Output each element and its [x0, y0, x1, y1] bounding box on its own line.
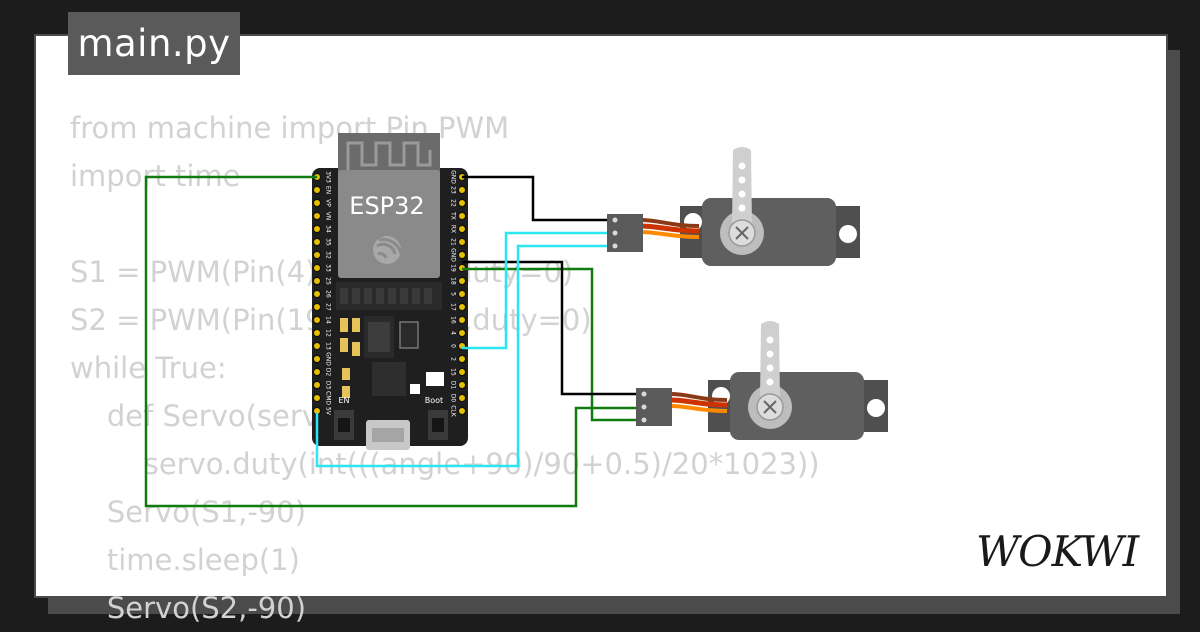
left-pin-label: 5V [325, 407, 332, 416]
left-pin[interactable] [312, 367, 322, 377]
left-pin[interactable] [312, 315, 322, 325]
right-pin[interactable] [457, 185, 467, 195]
left-pin-label: VP [325, 199, 332, 207]
right-pin[interactable] [457, 328, 467, 338]
esp32-pin-headers: 3V3ENVPVN34353233252627141213GNDD2D3CMD5… [312, 170, 467, 418]
left-pin-label: D2 [325, 368, 332, 377]
right-pin-label: 23 [450, 186, 457, 194]
left-pin[interactable] [312, 354, 322, 364]
right-pin-label: 0 [450, 344, 457, 348]
code-line: from machine import Pin,PWM [70, 111, 510, 145]
right-pin[interactable] [457, 224, 467, 234]
right-pin-label: 16 [450, 316, 457, 324]
wires [144, 175, 636, 508]
left-pin-label: 27 [325, 303, 332, 311]
right-pin[interactable] [457, 367, 467, 377]
left-pin-label: VN [325, 212, 332, 221]
left-pin-label: 12 [325, 329, 332, 337]
left-pin[interactable] [312, 185, 322, 195]
right-pin[interactable] [457, 393, 467, 403]
left-pin-label: EN [325, 186, 332, 194]
code-line: Servo(S2,-90) [70, 591, 307, 625]
right-pin-label: 18 [450, 277, 457, 285]
servo-motor-1[interactable] [607, 147, 860, 266]
right-pin-label: TX [450, 211, 457, 220]
right-pin-label: 5 [450, 292, 457, 296]
right-pin-label: 22 [450, 199, 457, 207]
left-pin[interactable] [312, 393, 322, 403]
right-pin[interactable] [457, 237, 467, 247]
boot-button-label: Boot [425, 396, 443, 405]
left-pin[interactable] [312, 198, 322, 208]
code-line: Servo(S1,-90) [70, 495, 307, 529]
left-pin-label: 14 [325, 316, 332, 324]
right-pin-label: 2 [450, 357, 457, 361]
left-pin-label: CMD [325, 391, 332, 405]
left-pin[interactable] [312, 276, 322, 286]
left-pin-label: 34 [325, 225, 332, 233]
left-pin-label: 35 [325, 238, 332, 246]
right-pin[interactable] [457, 289, 467, 299]
right-pin[interactable] [457, 354, 467, 364]
right-pin-label: D1 [450, 381, 457, 390]
left-pin[interactable] [312, 341, 322, 351]
right-pin[interactable] [457, 211, 467, 221]
right-pin-label: 17 [450, 303, 457, 311]
right-pin-label: 21 [450, 238, 457, 246]
left-pin-label: 26 [325, 290, 332, 298]
right-pin-label: GND [450, 248, 457, 262]
left-pin-label: 25 [325, 277, 332, 285]
code-line: time.sleep(1) [70, 543, 300, 577]
left-pin[interactable] [312, 263, 322, 273]
left-pin-label: 13 [325, 342, 332, 350]
left-pin-label: GND [325, 352, 332, 366]
right-pin-label: RX [450, 225, 457, 233]
right-pin-label: 15 [450, 368, 457, 376]
code-line: while True: [70, 351, 227, 385]
right-pin[interactable] [457, 250, 467, 260]
right-pin[interactable] [457, 315, 467, 325]
wokwi-wordmark: WOKWI [976, 527, 1141, 576]
left-pin[interactable] [312, 289, 322, 299]
code-line: servo.duty(int(((angle+90)/90+0.5)/20*10… [70, 447, 820, 481]
right-pin[interactable] [457, 380, 467, 390]
left-pin-label: 3V3 [325, 171, 332, 183]
right-pin-label: CLK [450, 405, 457, 418]
left-pin[interactable] [312, 302, 322, 312]
left-pin[interactable] [312, 224, 322, 234]
left-pin-label: 33 [325, 264, 332, 272]
wokwi-logo: WOKWI [976, 527, 1142, 576]
right-pin[interactable] [457, 276, 467, 286]
left-pin[interactable] [312, 328, 322, 338]
right-pin[interactable] [457, 406, 467, 416]
right-pin-label: D0 [450, 394, 457, 403]
file-tab[interactable]: main.py [68, 12, 240, 75]
right-pin[interactable] [457, 198, 467, 208]
chip-label: ESP32 [349, 192, 424, 220]
left-pin[interactable] [312, 380, 322, 390]
left-pin-label: 32 [325, 251, 332, 259]
right-pin-label: GND [450, 170, 457, 184]
right-pin-label: 4 [450, 331, 457, 335]
right-pin-label: 19 [450, 264, 457, 272]
left-pin[interactable] [312, 237, 322, 247]
left-pin-label: D3 [325, 381, 332, 390]
left-pin[interactable] [312, 211, 322, 221]
esp32-board[interactable]: ESP32 EN Boot [312, 133, 468, 450]
en-button-label: EN [338, 396, 349, 405]
left-pin[interactable] [312, 250, 322, 260]
espressif-logo-icon [373, 236, 403, 264]
right-pin[interactable] [457, 302, 467, 312]
servo-motor-2[interactable] [636, 321, 888, 440]
